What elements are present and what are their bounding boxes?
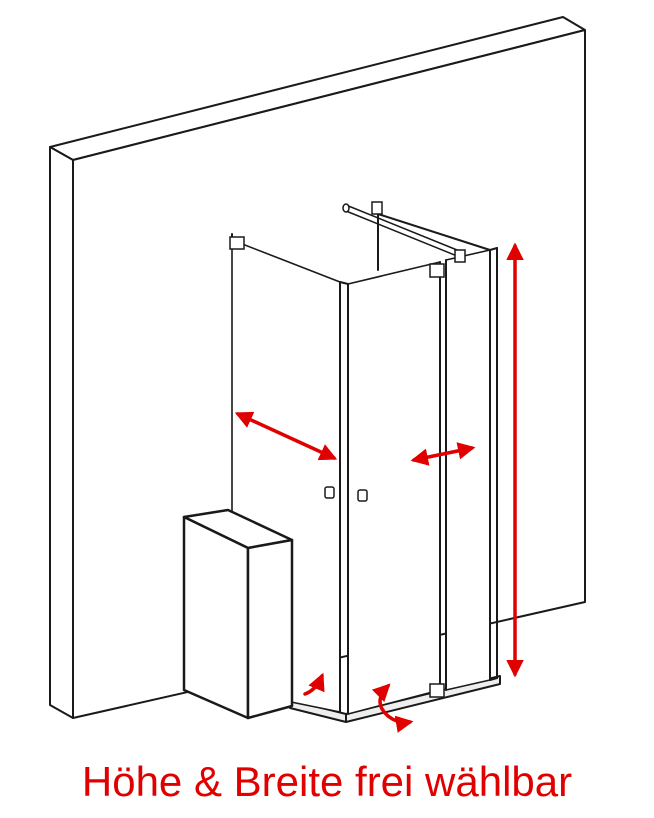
wall-left-edge — [49, 146, 74, 719]
back-edge-right — [377, 213, 491, 251]
profiles — [231, 213, 498, 715]
hinge-top — [429, 263, 445, 278]
cabinet-side — [246, 538, 294, 720]
corner-top — [339, 281, 349, 285]
shower-tray — [289, 675, 501, 723]
bar-clamp-glass — [454, 249, 466, 263]
cabinet-front — [182, 515, 250, 720]
cabinet — [182, 508, 294, 720]
width-arrow-side — [234, 411, 338, 461]
bar-clamp-wall — [371, 201, 383, 215]
width-arrow-front — [410, 442, 476, 466]
stabilizer-bar — [342, 201, 466, 263]
glass-panels — [231, 239, 491, 715]
dimension-arrows — [234, 242, 524, 733]
wall-profile-top — [489, 247, 498, 251]
fittings — [229, 236, 445, 698]
front-door-panel — [347, 261, 441, 715]
handle-right — [357, 489, 368, 502]
swing-arrow-door — [371, 683, 414, 733]
hinge-bottom — [429, 683, 445, 698]
swing-arrow-left — [303, 672, 325, 696]
handle-left — [324, 486, 335, 499]
bar-upper — [345, 204, 463, 253]
bar-end — [342, 203, 350, 213]
front-fixed-panel — [445, 249, 491, 691]
wall-profile-bottom — [489, 677, 498, 681]
bar-lower — [345, 210, 463, 259]
caption: Höhe & Breite frei wählbar — [81, 758, 573, 805]
wall-clamp-top-left — [229, 236, 245, 250]
